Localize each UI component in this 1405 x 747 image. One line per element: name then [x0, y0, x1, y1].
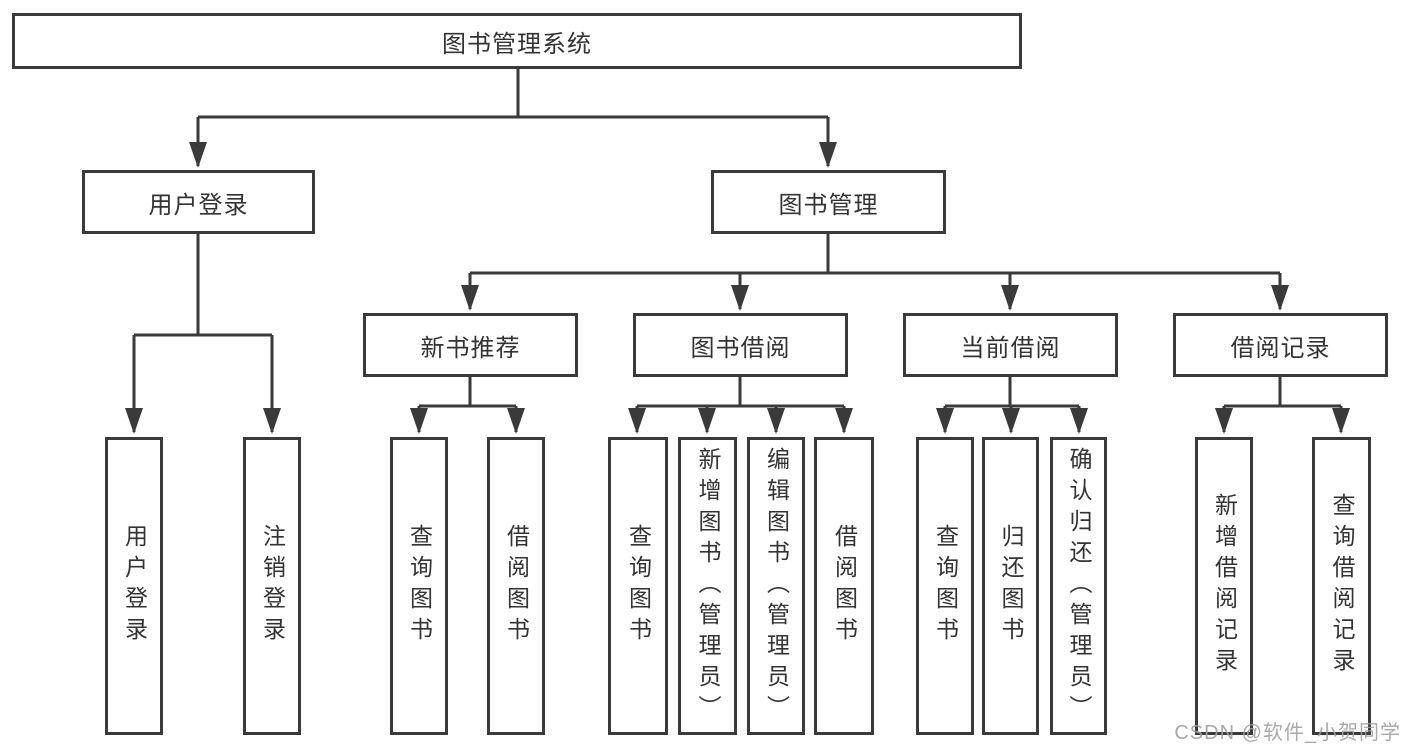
- leaf-query-books-3: 查询图书: [916, 437, 974, 735]
- leaf-query-borrow-record-label: 查询借阅记录: [1329, 493, 1355, 679]
- leaf-query-books-3-label: 查询图书: [932, 524, 959, 648]
- leaf-query-books-label: 查询图书: [406, 524, 433, 648]
- node-library-management-system: 图书管理系统: [12, 13, 1022, 69]
- leaf-borrow-books-2-label: 借阅图书: [831, 524, 858, 648]
- leaf-user-login: 用户登录: [105, 437, 163, 735]
- leaf-add-book-admin-label: 新增图书（管理员）: [695, 446, 721, 726]
- leaf-borrow-books: 借阅图书: [487, 437, 545, 735]
- leaf-borrow-books-label: 借阅图书: [503, 524, 530, 648]
- leaf-add-book-admin: 新增图书（管理员）: [678, 437, 737, 735]
- watermark: CSDN @软件_小贺同学: [1174, 722, 1401, 744]
- node-user-login: 用户登录: [82, 170, 315, 234]
- leaf-edit-book-admin: 编辑图书（管理员）: [747, 437, 805, 735]
- node-new-book-recommendation: 新书推荐: [363, 313, 578, 377]
- leaf-query-borrow-record: 查询借阅记录: [1312, 437, 1371, 735]
- leaf-query-books-2: 查询图书: [608, 437, 668, 735]
- leaf-edit-book-admin-label: 编辑图书（管理员）: [763, 446, 790, 726]
- leaf-add-borrow-record-label: 新增借阅记录: [1211, 493, 1238, 679]
- node-current-borrowing: 当前借阅: [903, 313, 1118, 377]
- leaf-borrow-books-2: 借阅图书: [814, 437, 874, 735]
- node-book-management: 图书管理: [711, 170, 946, 234]
- leaf-logout: 注销登录: [243, 437, 301, 735]
- leaf-confirm-return-admin: 确认归还（管理员）: [1050, 437, 1107, 735]
- node-book-borrowing: 图书借阅: [633, 313, 848, 377]
- leaf-return-books: 归还图书: [982, 437, 1039, 735]
- leaf-return-books-label: 归还图书: [998, 524, 1024, 648]
- leaf-add-borrow-record: 新增借阅记录: [1195, 437, 1253, 735]
- leaf-confirm-return-admin-label: 确认归还（管理员）: [1066, 446, 1092, 726]
- leaf-query-books: 查询图书: [390, 437, 448, 735]
- node-borrowing-records: 借阅记录: [1173, 313, 1388, 377]
- leaf-logout-label: 注销登录: [259, 524, 286, 648]
- leaf-user-login-label: 用户登录: [121, 524, 148, 648]
- leaf-query-books-2-label: 查询图书: [625, 524, 652, 648]
